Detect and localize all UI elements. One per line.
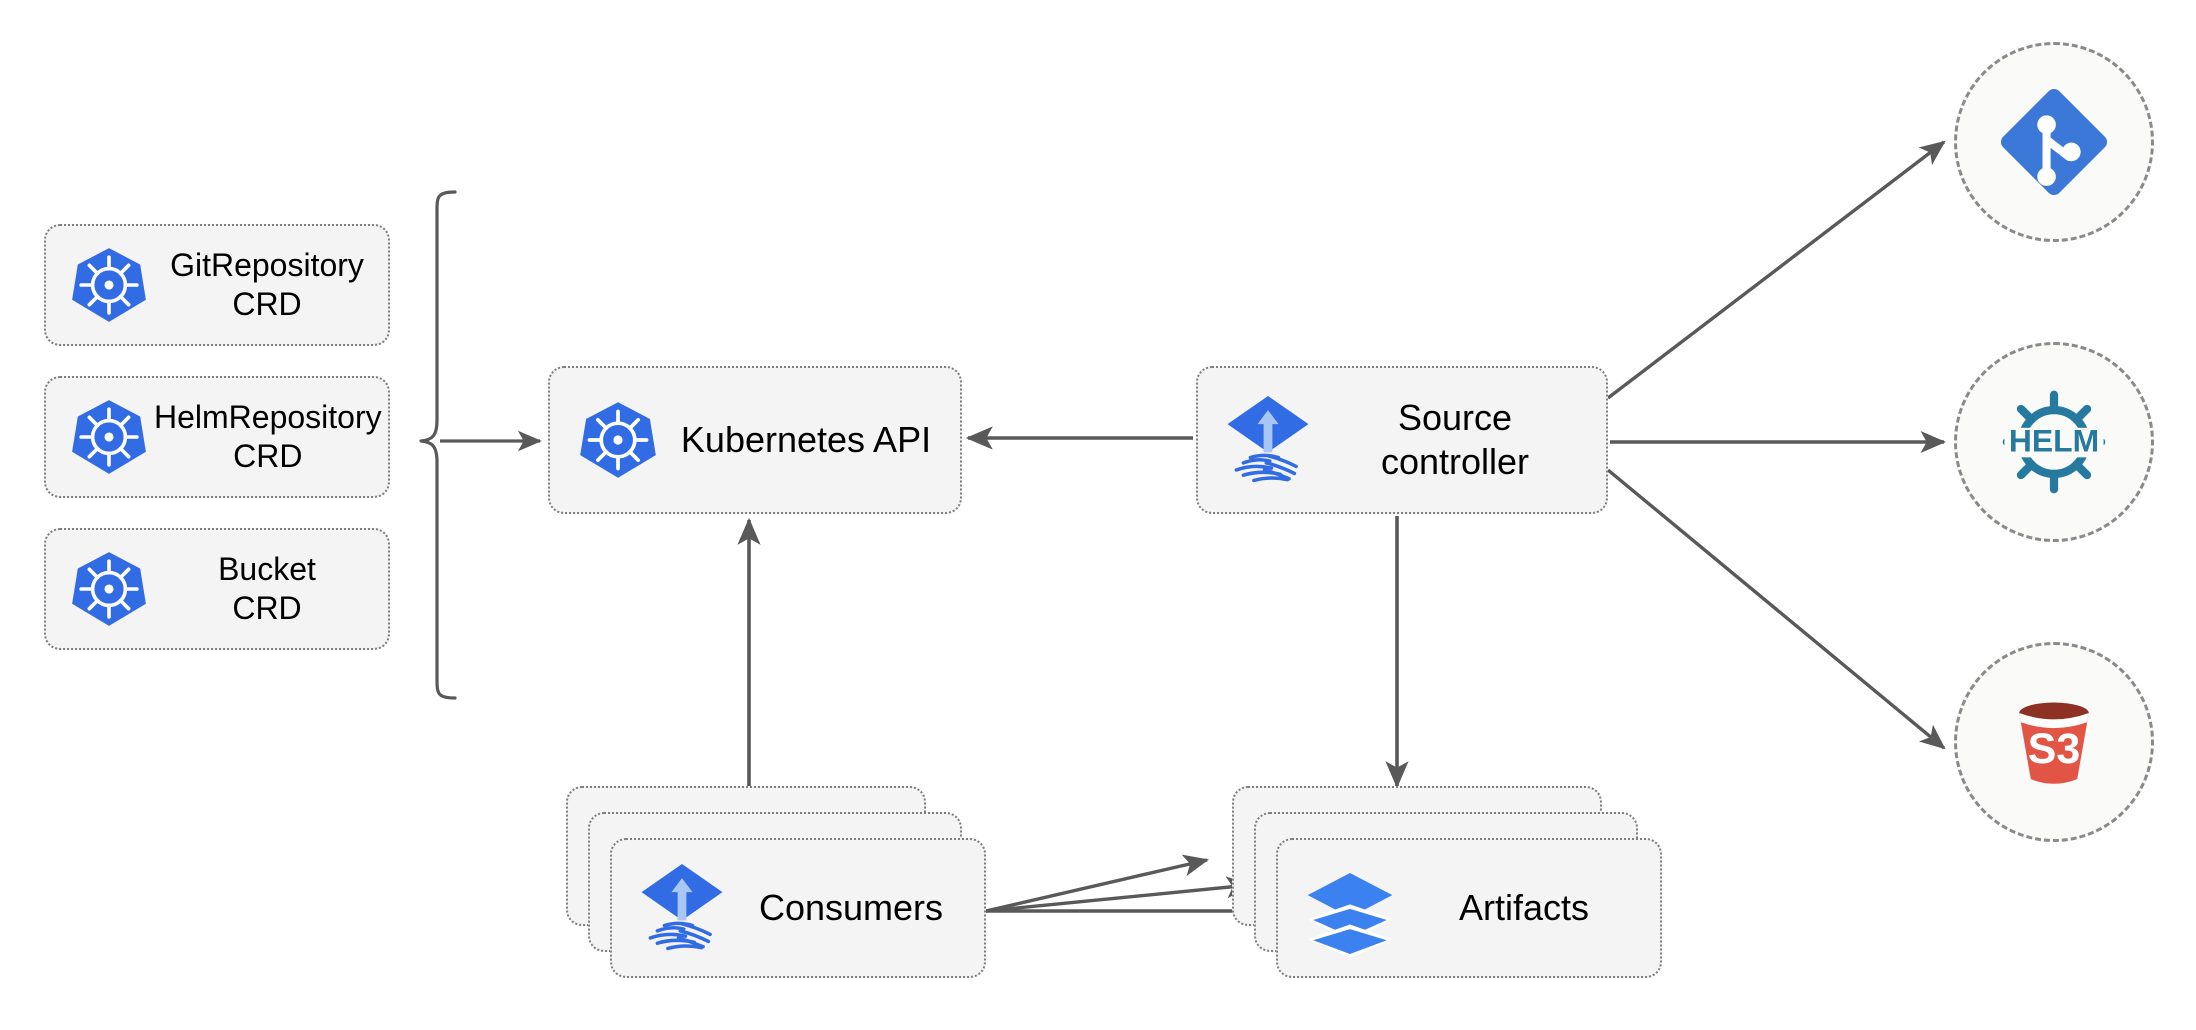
node-label: Source controller xyxy=(1380,397,1530,482)
crd-label: HelmRepository CRD xyxy=(154,398,382,474)
s3-label: S3 xyxy=(2028,725,2080,773)
flux-icon xyxy=(638,862,726,954)
git-icon xyxy=(1990,78,2118,206)
edge-source-controller-to-git xyxy=(1606,140,1946,400)
backend-circle-git[interactable] xyxy=(1954,42,2154,242)
crd-box-gitrepository[interactable]: GitRepository CRD xyxy=(44,224,390,346)
edge-consumers-to-artifacts-2 xyxy=(985,876,1253,913)
layers-icon xyxy=(1304,862,1396,958)
crd-label: Bucket CRD xyxy=(218,550,316,626)
node-kubernetes-api[interactable]: Kubernetes API xyxy=(548,366,962,514)
kubernetes-icon xyxy=(576,398,660,482)
node-artifacts[interactable]: Artifacts xyxy=(1232,786,1662,978)
artifacts-stack-layer-front[interactable]: Artifacts xyxy=(1276,838,1662,978)
edge-source-controller-to-s3 xyxy=(1606,468,1946,750)
node-label: Artifacts xyxy=(1458,887,1590,929)
kubernetes-icon xyxy=(68,396,150,478)
node-label: Consumers xyxy=(758,887,944,929)
kubernetes-icon xyxy=(68,244,150,326)
crd-box-helmrepository[interactable]: HelmRepository CRD xyxy=(44,376,390,498)
crd-label: GitRepository CRD xyxy=(170,246,364,322)
node-label: Kubernetes API xyxy=(680,419,932,461)
s3-bucket-icon: S3 xyxy=(1990,678,2118,806)
flux-icon xyxy=(1224,394,1312,486)
edge-consumers-to-artifacts-1 xyxy=(985,854,1209,913)
backend-circle-s3[interactable]: S3 xyxy=(1954,642,2154,842)
node-source-controller[interactable]: Source controller xyxy=(1196,366,1608,514)
helm-icon: HELM xyxy=(1990,378,2118,506)
consumers-stack-layer-front[interactable]: Consumers xyxy=(610,838,986,978)
crd-group-brace xyxy=(419,190,457,700)
helm-label: HELM xyxy=(2009,422,2099,458)
node-consumers[interactable]: Consumers xyxy=(566,786,986,978)
crd-box-bucket[interactable]: Bucket CRD xyxy=(44,528,390,650)
kubernetes-icon xyxy=(68,548,150,630)
backend-circle-helm[interactable]: HELM xyxy=(1954,342,2154,542)
